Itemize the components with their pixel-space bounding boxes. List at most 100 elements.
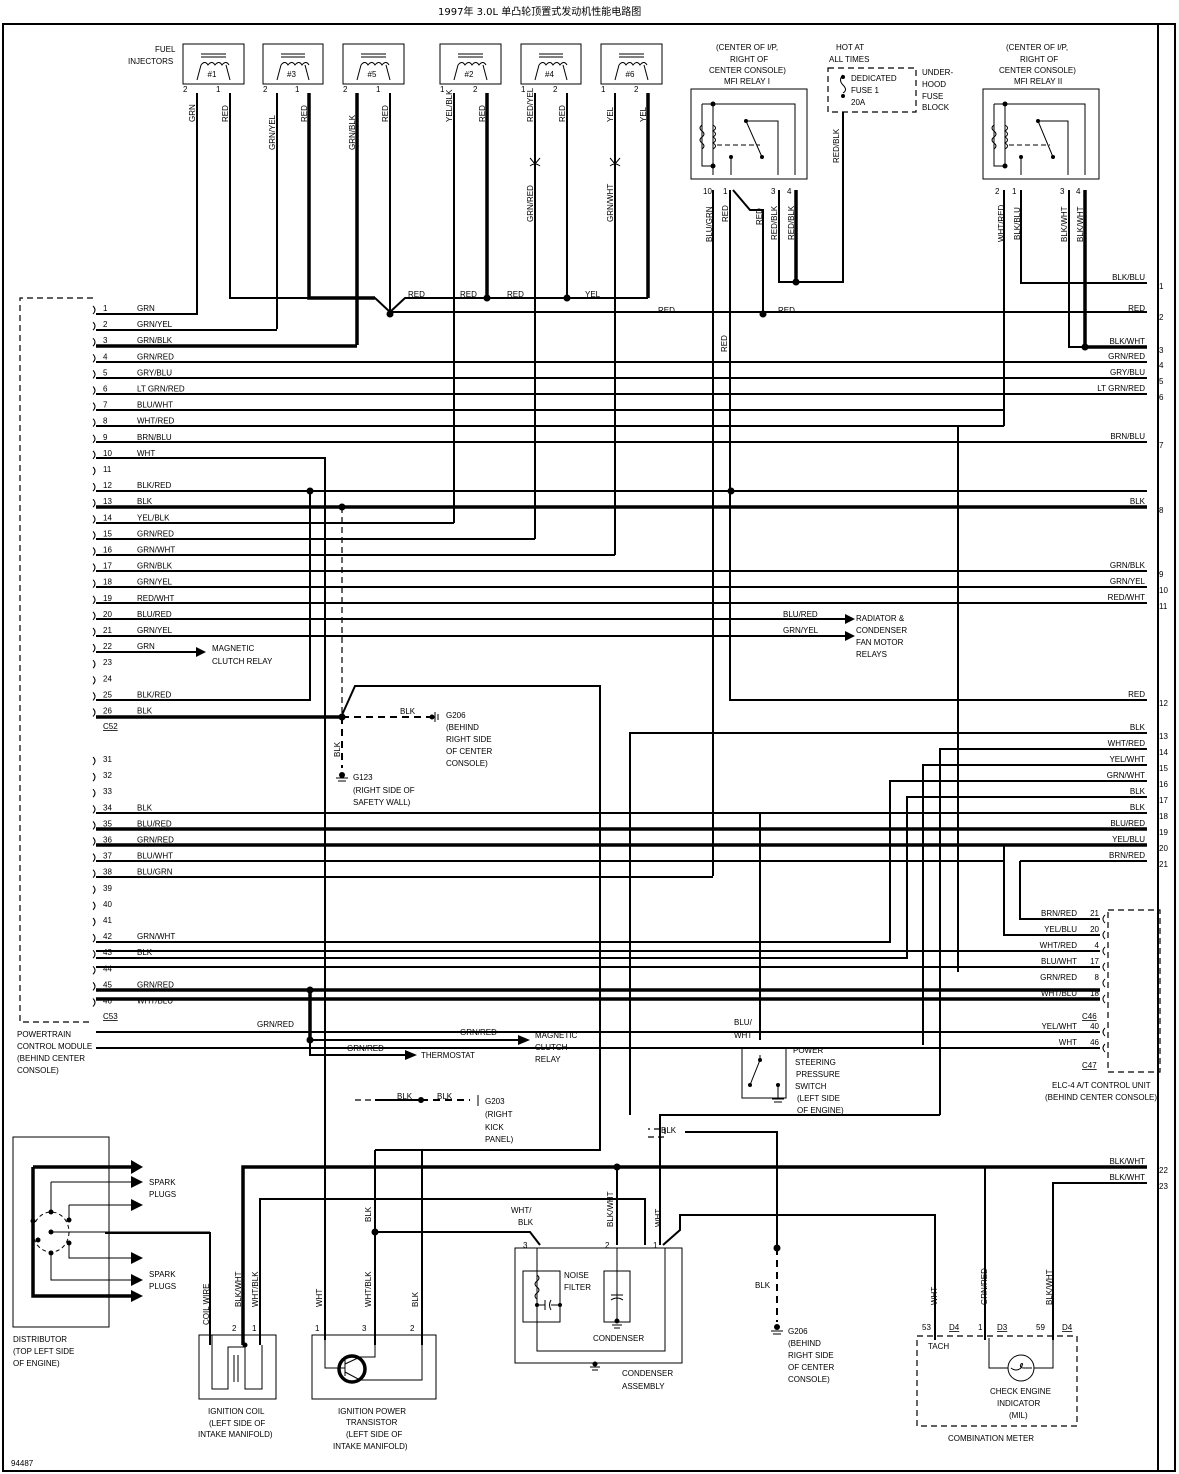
right-ref-wire: BLK/WHT [1109, 1173, 1145, 1182]
right-ref-number: 21 [1159, 860, 1168, 869]
fuse-icon [840, 74, 846, 94]
ps-switch-label: (LEFT SIDE [797, 1094, 840, 1103]
pcm-pin-terminal [92, 659, 96, 669]
pcm-pin-terminal [92, 418, 96, 428]
power-steering-switch: BLU/ WHT POWER STEERING PRESSURE SWITCH … [734, 1018, 844, 1115]
injector-wire-label: RED [381, 105, 390, 122]
pcm-pin-terminal [92, 692, 96, 701]
ground-id: G203 [485, 1097, 505, 1106]
pcm-pin-number: 12 [103, 481, 112, 490]
right-ref-number: 23 [1159, 1182, 1168, 1191]
injector-number: #6 [626, 70, 635, 79]
condenser-assembly-box [514, 1247, 683, 1364]
arrow-icon [131, 1199, 143, 1211]
meter-outline [916, 1335, 1078, 1427]
condenser-assembly-label: ASSEMBLY [622, 1382, 665, 1391]
pcm-pin-number: 26 [103, 707, 112, 716]
arrow-icon [845, 614, 855, 624]
pin-label: 1 [653, 1241, 658, 1250]
injector-coil-icon [356, 53, 391, 81]
pcm-pin-number: 11 [103, 465, 112, 474]
pcm-pin-number: 4 [103, 352, 108, 361]
pcm-pin-terminal [92, 772, 96, 782]
mil-label: CHECK ENGINE [990, 1387, 1051, 1396]
right-ref-wire: BLK [1130, 723, 1146, 732]
wire-traces [96, 93, 1147, 1345]
pcm-pin-number: 3 [103, 336, 108, 345]
fan-wire-label: GRN/YEL [783, 626, 819, 635]
elc4-pin-wire: BLU/WHT [1041, 957, 1077, 966]
ground-wire-label: BLK [400, 707, 416, 716]
relay1-pin: 4 [787, 187, 792, 196]
ground-location: OF CENTER [788, 1363, 834, 1372]
injector-pin: 2 [634, 85, 639, 94]
pcm-pin-terminal [92, 675, 96, 685]
right-ref-number: 20 [1159, 844, 1168, 853]
pcm-pin-wire: GRY/BLU [137, 368, 172, 377]
ignition-coil-label: (LEFT SIDE OF [209, 1419, 265, 1428]
relay1-box [690, 88, 808, 180]
figure-id: 94487 [11, 1459, 34, 1468]
pcm-pin-number: 23 [103, 658, 112, 667]
pcm-pin-number: 21 [103, 626, 112, 635]
pcm-outline [19, 297, 93, 1023]
spark-plugs-label: SPARK [149, 1270, 176, 1279]
diagram-title: 1997年 3.0L 单凸轮顶置式发动机性能电路图 [438, 5, 641, 18]
mag-clutch-label: MAGNETIC [535, 1031, 577, 1040]
right-ref-number: 13 [1159, 732, 1168, 741]
arrow-icon [196, 647, 206, 657]
wire-label: WHT/ [511, 1206, 532, 1215]
ground-location: PANEL) [485, 1135, 514, 1144]
relay2-resistor-icon [991, 124, 997, 150]
dedicated-fuse: HOT AT ALL TIMES DEDICATED FUSE 1 20A UN… [792, 43, 953, 286]
right-ref-wire: BLK/BLU [1112, 273, 1145, 282]
injector-number: #5 [368, 70, 377, 79]
mag-clutch-label: RELAY [535, 1055, 561, 1064]
ps-switch-label: PRESSURE [796, 1070, 840, 1079]
pcm-pin-number: 22 [103, 642, 112, 651]
right-ref-wire: BLK [1130, 803, 1146, 812]
pcm-pin-number: 41 [103, 916, 112, 925]
pcm-pin-wire: BLU/GRN [137, 868, 173, 877]
arrow-icon [518, 1035, 530, 1045]
ps-switch-box [741, 1047, 787, 1099]
elc4-pin-number: 46 [1090, 1038, 1099, 1047]
ignition-coil-box [198, 1334, 277, 1400]
resistor-icon [534, 1274, 540, 1300]
pcm-pin-terminal [92, 547, 96, 556]
elc4-pin-wire: YEL/WHT [1041, 1022, 1077, 1031]
pcm-pin-number: 24 [103, 674, 112, 683]
pcm-pin-terminal [92, 563, 96, 572]
pcm-pin-terminal [92, 998, 96, 1007]
spark-plugs-label: PLUGS [149, 1282, 176, 1291]
ground-icon [612, 1324, 622, 1329]
distributor-label: (TOP LEFT SIDE [13, 1347, 74, 1356]
injector-wire-label: RED/YEL [526, 87, 535, 122]
pcm-pin-number: 14 [103, 513, 112, 522]
pin-label: 3 [362, 1324, 367, 1333]
pcm-pin-wire: RED/WHT [137, 594, 174, 603]
pcm-pin-terminal [92, 466, 96, 476]
relay2-pin: 1 [1012, 187, 1017, 196]
elc4-pin-number: 4 [1095, 941, 1100, 950]
ground-location: RIGHT SIDE [446, 735, 492, 744]
right-ref-wire: RED/WHT [1108, 593, 1145, 602]
wire-label: WHT [734, 1031, 752, 1040]
right-ref-number: 2 [1159, 313, 1164, 322]
fuse-rating: 20A [851, 98, 866, 107]
pcm-pin-terminal [92, 321, 96, 331]
pcm-pin-wire: BLK [137, 707, 153, 716]
elc4-terminal [1102, 962, 1106, 972]
connector-c47: C47 [1082, 1061, 1097, 1070]
injector-wire-label: RED [221, 105, 230, 122]
wire-label: BLK/WHT [1045, 1269, 1054, 1305]
injector-coil-icon [453, 53, 488, 81]
wire-label: GRN/RED [980, 1268, 989, 1305]
pin-label: 1 [315, 1324, 320, 1333]
ps-switch-label: OF ENGINE) [797, 1106, 844, 1115]
pcm-pin-terminal [92, 708, 96, 717]
transistor-box [311, 1334, 437, 1400]
pcm-pin-number: 35 [103, 819, 112, 828]
pcm-pin-wire: GRN/WHT [137, 932, 175, 941]
